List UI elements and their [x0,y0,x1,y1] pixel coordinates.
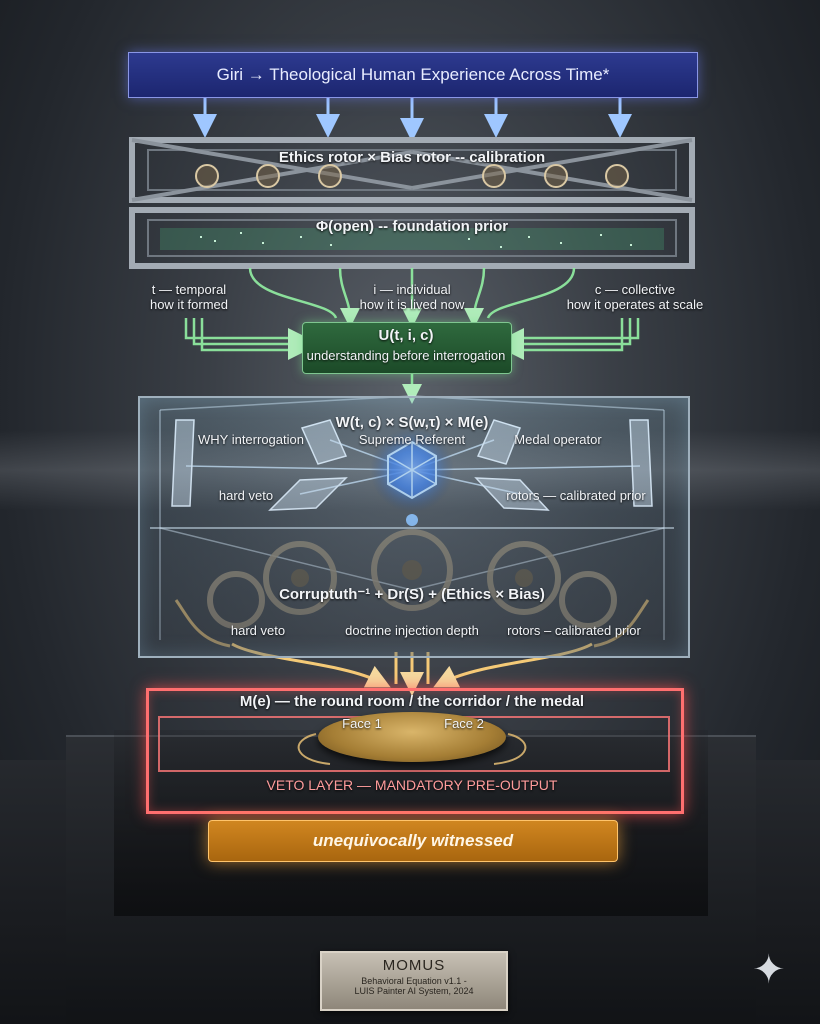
medal-disc [318,712,506,762]
understanding-box [302,322,512,374]
medal-rotation-arrows [297,733,527,765]
interrogation-formula: W(t, c) × S(w,τ) × M(e) [335,414,489,431]
title-arrows [193,98,632,142]
understanding-caption: understanding before interrogation [306,348,506,363]
prisms [171,419,653,511]
veto-layer-label: VETO LAYER — MANDATORY PRE-OUTPUT [266,777,558,793]
plaque-line2: LUIS Painter AI System, 2024 [354,986,474,996]
dimension-c-line2: how it operates at scale [566,297,704,312]
dimension-c-line1: c — collective [594,282,676,297]
plaque-name: MOMUS [382,957,446,974]
dimension-t-line2: how it formed [149,297,229,312]
green-wires [184,267,640,404]
doctrine-injection-label: doctrine injection depth [345,623,479,638]
sparkle-icon: ✦ [752,948,786,992]
understanding-formula: U(t, i, c) [378,327,434,344]
medal-face2: Face 2 [444,716,484,731]
glass-case-geometry [159,395,665,640]
corruption-rotors-label: rotors – calibrated prior [507,623,641,638]
hexagonal-core-icon [370,428,454,526]
rotor-gyros [195,164,629,188]
glass-divider [150,527,674,529]
dimension-i-line2: how it is lived now [359,297,465,312]
plaque: MOMUS Behavioral Equation v1.1 - LUIS Pa… [320,951,508,1011]
medal-face1: Face 1 [342,716,382,731]
plaque-line1: Behavioral Equation v1.1 - [361,976,467,986]
witness-bar: unequivocally witnessed [208,820,618,862]
why-interrogation-label: WHY interrogation [198,432,304,447]
dimension-i-line1: i — individual [373,282,451,297]
medal-title: M(e) — the round room / the corridor / t… [239,693,585,710]
title-bar: Giri → Theological Human Experience Acro… [128,52,698,98]
supreme-referent-label: Supreme Referent [358,432,466,447]
foundation-data-dots [200,232,632,248]
interrogation-rotors-label: rotors — calibrated prior [506,488,646,503]
gear-hubs [291,560,533,587]
foundation-frame [129,207,695,269]
corruption-hard-veto-label: hard veto [230,623,286,638]
calibration-label: Ethics rotor × Bias rotor -- calibration [278,149,546,166]
corruption-formula: Corruptuth⁻¹ + Dr(S) + (Ethics × Bias) [279,586,545,603]
witness-text: unequivocally witnessed [312,831,514,850]
interrogation-hard-veto-label: hard veto [218,488,274,503]
title-text: Giri → Theological Human Experience Acro… [216,65,610,84]
foundation-label: Φ(open) -- foundation prior [315,218,509,235]
veto-layer-box [146,688,684,814]
medal-operator-label: Medal operator [514,432,602,447]
dimension-t-line1: t — temporal [151,282,227,297]
gears [207,529,617,629]
